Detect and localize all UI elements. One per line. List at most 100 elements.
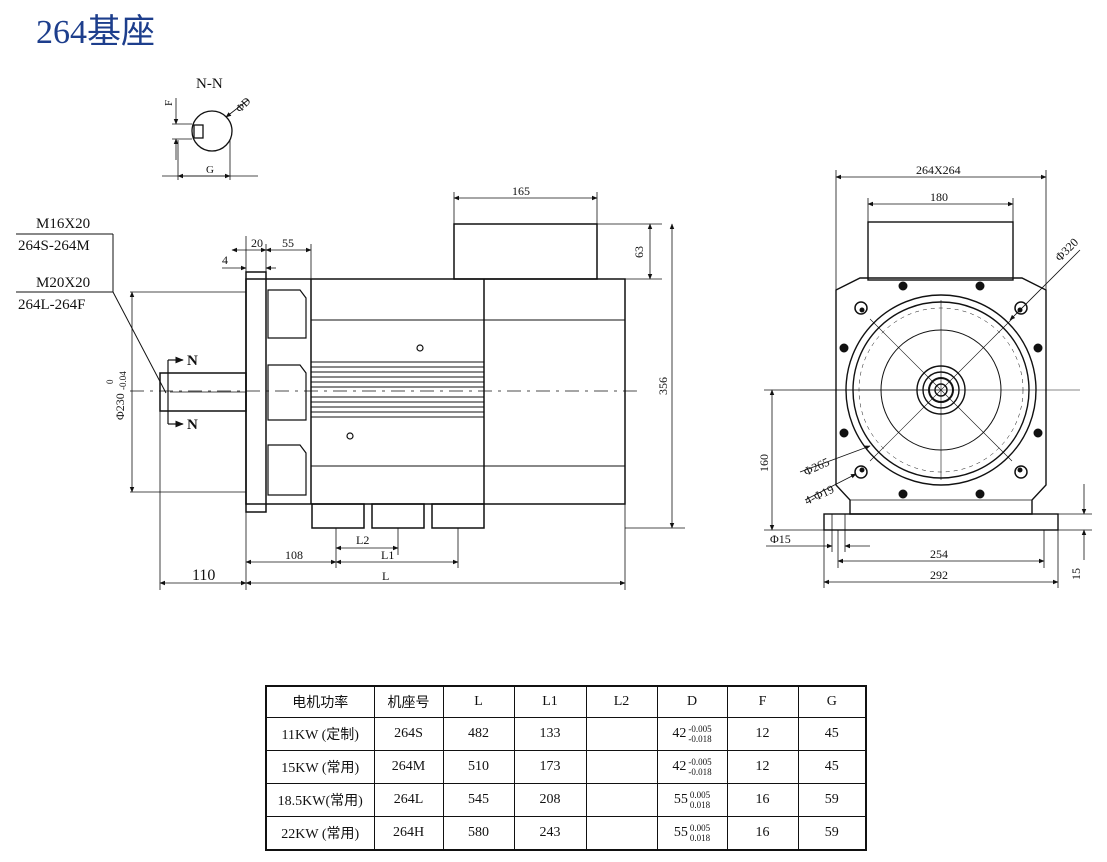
section-mark-top: N bbox=[187, 353, 198, 369]
cell-power: 18.5KW(常用) bbox=[265, 783, 375, 817]
shaft-section-view: N-N F G ΦD bbox=[162, 76, 258, 180]
cell-F: 12 bbox=[726, 717, 799, 751]
D-tol-upper: -0.005 bbox=[688, 757, 712, 767]
label-F: F bbox=[163, 100, 175, 106]
dim-phi230-tol-upper: 0 bbox=[105, 379, 115, 384]
cell-L2 bbox=[585, 750, 658, 784]
header-frame: 机座号 bbox=[373, 685, 444, 718]
cell-F: 16 bbox=[726, 816, 799, 851]
section-label: N-N bbox=[196, 76, 223, 92]
D-tolerance: -0.005-0.018 bbox=[688, 724, 711, 744]
cell-frame: 264S bbox=[373, 717, 444, 751]
dim-phi15: Φ15 bbox=[770, 532, 791, 546]
label-phiD: ΦD bbox=[234, 95, 254, 115]
dim-phi230: Φ230 bbox=[113, 393, 127, 420]
cooling-fins bbox=[311, 361, 484, 418]
header-D: D bbox=[656, 685, 728, 718]
cell-G: 59 bbox=[797, 816, 867, 851]
model-label-1: 264S-264M bbox=[18, 238, 90, 254]
cell-power: 22KW (常用) bbox=[265, 816, 375, 851]
header-L2: L2 bbox=[585, 685, 658, 718]
header-L1: L1 bbox=[513, 685, 587, 718]
dim-L2: L2 bbox=[356, 533, 369, 547]
cell-L: 545 bbox=[442, 783, 515, 817]
motor-drawing: N-N F G ΦD M16X20 264S-264M M20X20 264L-… bbox=[16, 76, 1092, 590]
header-power: 电机功率 bbox=[265, 685, 375, 718]
cell-frame: 264M bbox=[373, 750, 444, 784]
dim-254: 254 bbox=[930, 547, 948, 561]
cell-D: 42-0.005-0.018 bbox=[656, 750, 728, 784]
cell-L1: 173 bbox=[513, 750, 587, 784]
table-row: 15KW (常用) 264M 510 173 42-0.005-0.018 12… bbox=[265, 750, 867, 784]
dim-4: 4 bbox=[222, 253, 228, 267]
D-tol-lower: -0.018 bbox=[688, 734, 712, 744]
motor-side-view bbox=[130, 223, 640, 529]
cell-L: 580 bbox=[442, 816, 515, 851]
dim-phi320: Φ320 bbox=[1052, 235, 1081, 264]
dim-4phi19: 4-Φ19 bbox=[802, 482, 836, 508]
end-view-bolt-holes bbox=[839, 281, 1043, 499]
dim-264x264: 264X264 bbox=[916, 163, 961, 177]
D-tol-upper: 0.005 bbox=[689, 823, 711, 833]
cell-G: 59 bbox=[797, 783, 867, 817]
D-tol-upper: 0.005 bbox=[689, 790, 711, 800]
cell-frame: 264H bbox=[373, 816, 444, 851]
dim-160: 160 bbox=[757, 454, 771, 472]
section-mark-bottom: N bbox=[187, 417, 198, 433]
motor-end-view bbox=[800, 221, 1080, 531]
D-tol-lower: -0.018 bbox=[688, 767, 712, 777]
header-L: L bbox=[442, 685, 515, 718]
thread-label-2: M20X20 bbox=[36, 275, 90, 291]
header-F: F bbox=[726, 685, 799, 718]
D-tol-lower: 0.018 bbox=[689, 833, 711, 843]
cell-power: 15KW (常用) bbox=[265, 750, 375, 784]
cell-L: 510 bbox=[442, 750, 515, 784]
left-callouts: M16X20 264S-264M M20X20 264L-264F bbox=[16, 216, 167, 394]
cell-L1: 243 bbox=[513, 816, 587, 851]
cell-L: 482 bbox=[442, 717, 515, 751]
table-row: 11KW (定制) 264S 482 133 42-0.005-0.018 12… bbox=[265, 717, 867, 751]
end-view-dimensions: 264X264 180 Φ320 160 Φ265 4-Φ19 Φ15 254 … bbox=[757, 163, 1092, 588]
section-arrows: N N bbox=[167, 353, 198, 433]
cell-F: 12 bbox=[726, 750, 799, 784]
D-tol-lower: 0.018 bbox=[689, 800, 711, 810]
D-tolerance: -0.005-0.018 bbox=[688, 757, 711, 777]
dim-15: 15 bbox=[1069, 568, 1083, 580]
cell-L2 bbox=[585, 816, 658, 851]
label-G: G bbox=[206, 164, 214, 176]
cell-L1: 133 bbox=[513, 717, 587, 751]
dim-108: 108 bbox=[285, 548, 303, 562]
thread-label-1: M16X20 bbox=[36, 216, 90, 232]
D-value: 55 bbox=[673, 792, 688, 808]
cell-power: 11KW (定制) bbox=[265, 717, 375, 751]
dim-180: 180 bbox=[930, 190, 948, 204]
dim-110: 110 bbox=[192, 567, 215, 584]
D-value: 42 bbox=[672, 759, 687, 775]
dim-L: L bbox=[382, 569, 389, 583]
cell-frame: 264L bbox=[373, 783, 444, 817]
cell-D: 42-0.005-0.018 bbox=[656, 717, 728, 751]
cell-F: 16 bbox=[726, 783, 799, 817]
cell-G: 45 bbox=[797, 717, 867, 751]
dim-phi265: Φ265 bbox=[801, 455, 831, 479]
D-value: 55 bbox=[673, 825, 688, 841]
spec-table: 电机功率 机座号 L L1 L2 D F G 11KW (定制) 264S 48… bbox=[265, 685, 867, 851]
cell-L1: 208 bbox=[513, 783, 587, 817]
D-value: 42 bbox=[672, 726, 687, 742]
dim-55: 55 bbox=[282, 236, 294, 250]
cell-L2 bbox=[585, 717, 658, 751]
table-header-row: 电机功率 机座号 L L1 L2 D F G bbox=[265, 685, 867, 718]
dim-20: 20 bbox=[251, 236, 263, 250]
side-view-dimensions: 165 63 356 4 20 55 Φ230 0 -0.04 L2 L1 bbox=[105, 184, 685, 590]
header-G: G bbox=[797, 685, 867, 718]
dim-63: 63 bbox=[632, 246, 646, 258]
dim-165: 165 bbox=[512, 184, 530, 198]
dim-phi230-tol-lower: -0.04 bbox=[118, 371, 128, 390]
dim-356: 356 bbox=[656, 377, 670, 395]
dim-292: 292 bbox=[930, 568, 948, 582]
